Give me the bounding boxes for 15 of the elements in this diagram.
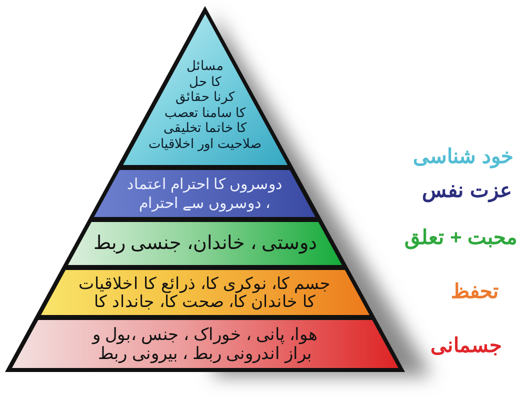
- level-title: عزت نفس: [422, 178, 512, 202]
- tier-text: هوا، پانی ، خوراک ، جنس ،بول و براز اندرونی ربط ، بیرونی ربط: [92, 325, 318, 363]
- pyramid-tier: [122, 14, 288, 165]
- pyramid-tier: [68, 222, 342, 265]
- level-title: تحفظ: [451, 280, 499, 304]
- level-title: محبت + تعلق: [404, 226, 518, 250]
- pyramid-tier: [40, 270, 370, 315]
- level-title: خود شناسی: [413, 144, 513, 168]
- tier-text: مسائل کا حل کرنا حقائق کا سامنا تعصب کا خاتما تخلیقی صلاحیت اور اخلاقیات: [148, 58, 262, 150]
- tier-text: جسم کا، نوکری کا، ذرائع کا اخلاقیات کا خاندان کا، صحت کا، جانداد کا: [78, 274, 332, 310]
- tier-text: دوستی ، خاندان، جنسی ربط: [93, 232, 317, 254]
- pyramid-tier: [12, 320, 398, 368]
- level-title: جسمانی: [430, 334, 502, 358]
- pyramid-tier: [94, 170, 316, 217]
- tier-text: دوسروں کا احترام اعتماد ، دوسروں سے احترام: [127, 176, 283, 212]
